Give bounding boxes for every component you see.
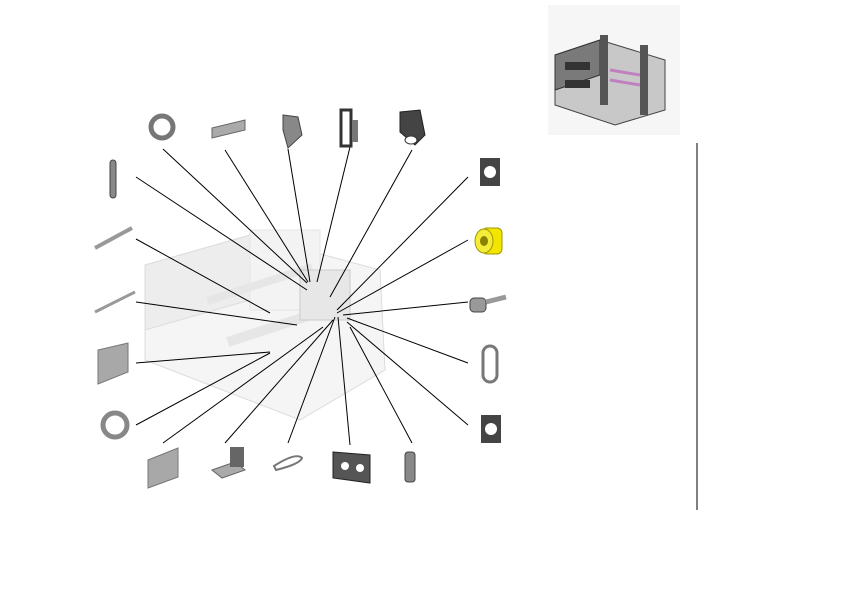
- leader-line: [135, 176, 308, 291]
- part-rod-upper[interactable]: [94, 226, 133, 250]
- part-extension-spring-bottom[interactable]: [404, 451, 416, 483]
- part-bent-bracket[interactable]: [282, 114, 303, 149]
- leader-line: [346, 321, 469, 426]
- leader-line: [224, 319, 334, 444]
- part-split-ring-left[interactable]: [100, 410, 130, 440]
- leader-line: [135, 351, 271, 364]
- part-extension-spring-left[interactable]: [109, 159, 117, 199]
- leader-line: [224, 149, 309, 283]
- leader-line: [287, 316, 336, 444]
- part-pin-bracket[interactable]: [211, 119, 246, 139]
- part-shaft-screw[interactable]: [469, 294, 507, 313]
- part-bushing[interactable]: [474, 227, 503, 255]
- leader-line: [346, 317, 469, 364]
- part-mount-plate-bottom[interactable]: [481, 415, 501, 443]
- part-angle-bracket[interactable]: [210, 447, 247, 479]
- leader-line: [135, 352, 271, 426]
- part-comb-plate-left[interactable]: [97, 342, 129, 385]
- leader-line: [336, 239, 469, 314]
- leader-line: [162, 326, 324, 444]
- leader-line: [342, 301, 469, 316]
- leader-line: [287, 148, 311, 283]
- leader-line: [336, 176, 469, 311]
- assembly-thumbnail: [548, 5, 680, 135]
- leader-line: [337, 316, 351, 446]
- leader-line: [135, 301, 298, 326]
- leader-line: [162, 148, 308, 284]
- part-frame-bracket-top[interactable]: [339, 108, 358, 148]
- leader-line: [135, 238, 271, 314]
- leader-line: [349, 326, 413, 444]
- part-frame-bracket-bottom[interactable]: [332, 451, 371, 484]
- part-belt-loop-right[interactable]: [481, 344, 499, 384]
- part-plate-bracket[interactable]: [399, 109, 426, 146]
- leader-lines: [135, 146, 469, 446]
- part-comb-plate-bottom[interactable]: [147, 447, 179, 489]
- leader-line: [316, 146, 351, 283]
- main-assembly: [144, 229, 386, 421]
- part-split-ring-top[interactable]: [148, 113, 176, 141]
- part-mount-plate-top[interactable]: [480, 158, 500, 186]
- leader-line: [329, 149, 413, 298]
- part-belt-loop-bottom[interactable]: [272, 455, 304, 472]
- part-rod-lower[interactable]: [94, 290, 136, 314]
